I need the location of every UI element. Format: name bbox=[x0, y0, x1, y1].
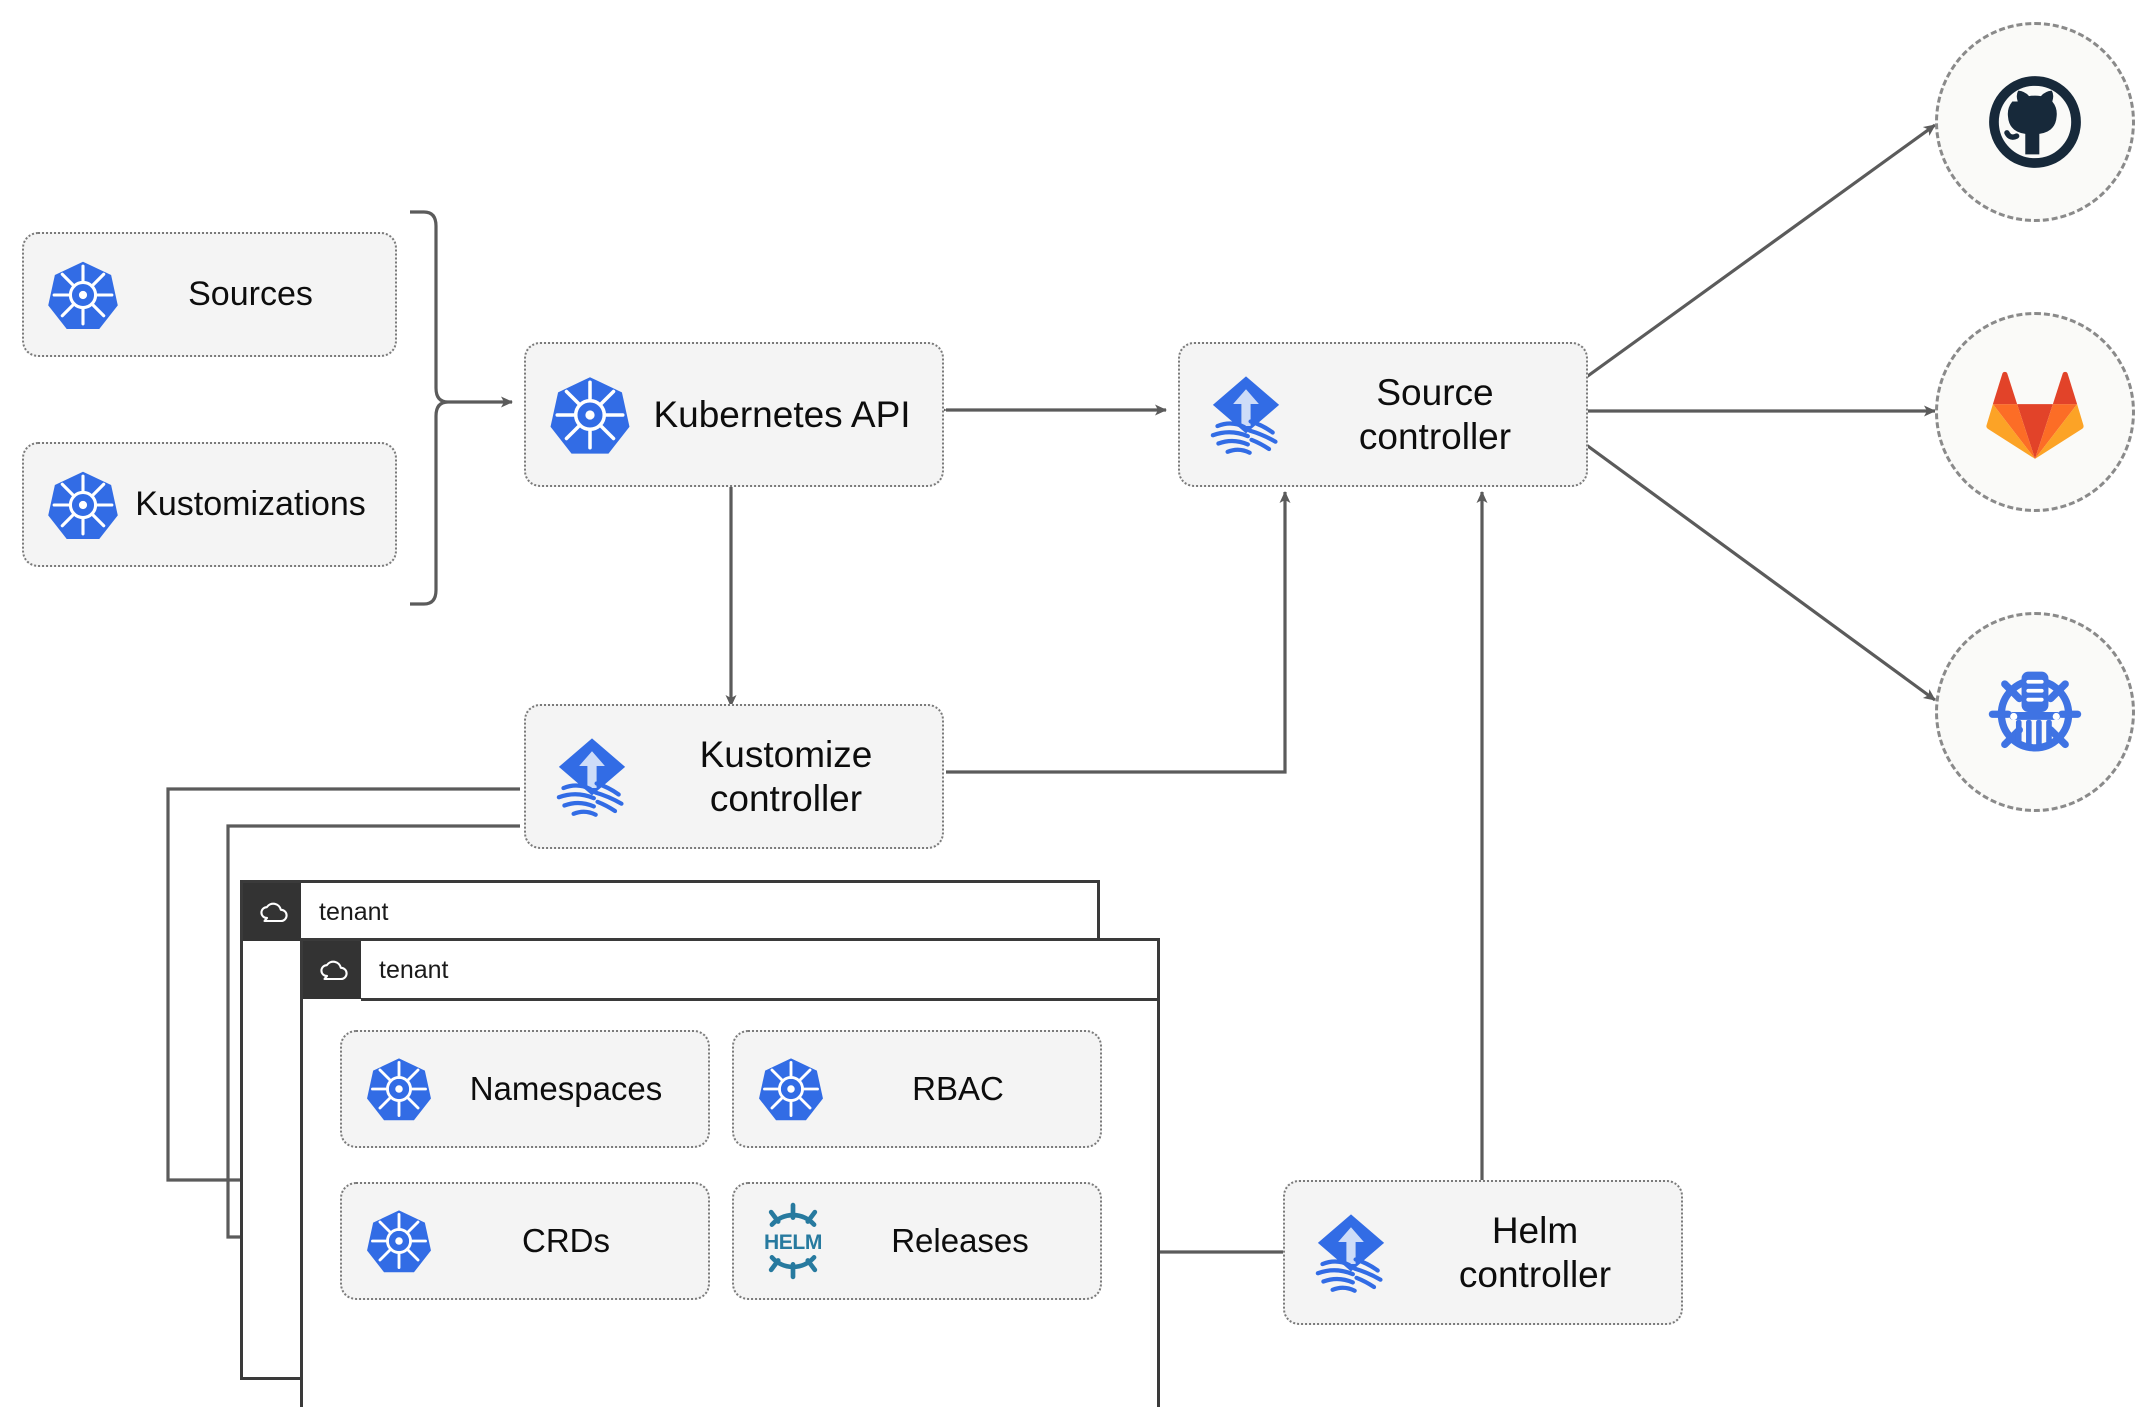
tenant-object-namespaces[interactable]: Namespaces bbox=[340, 1030, 710, 1148]
kubernetes-icon bbox=[358, 1055, 440, 1123]
tenant-title-underline bbox=[361, 998, 1157, 1001]
tenant-label: tenant bbox=[379, 955, 449, 984]
resource-node-kustomizations[interactable]: Kustomizations bbox=[22, 442, 397, 567]
tenant-window-front[interactable]: tenant bbox=[300, 938, 1160, 1407]
controller-label: Helm controller bbox=[1458, 1209, 1612, 1295]
helm-icon: HELM bbox=[750, 1202, 836, 1280]
gitlab-icon bbox=[1986, 371, 2084, 459]
controller-node-source-controller[interactable]: Source controller bbox=[1178, 342, 1588, 487]
kubernetes-icon bbox=[42, 258, 124, 332]
tenant-object-crds[interactable]: CRDs bbox=[340, 1182, 710, 1300]
controller-label: Kustomize controller bbox=[699, 733, 873, 819]
svg-text:HELM: HELM bbox=[764, 1231, 822, 1254]
cloud-icon bbox=[243, 883, 301, 941]
edge-kustomize-source bbox=[946, 491, 1291, 774]
edge-kustomize-tenant-back bbox=[166, 787, 520, 1186]
controller-label: Source controller bbox=[1358, 371, 1512, 457]
tenant-object-releases[interactable]: HELM Releases bbox=[732, 1182, 1102, 1300]
cloud-icon bbox=[303, 941, 361, 999]
resource-label: Kustomizations bbox=[135, 485, 366, 524]
edge-resources-bracket bbox=[410, 210, 513, 606]
kubernetes-icon bbox=[42, 468, 124, 542]
edge-source-registry bbox=[1584, 442, 1936, 702]
resource-label: Sources bbox=[188, 275, 313, 314]
flux-icon bbox=[540, 731, 644, 823]
tenant-object-label: Releases bbox=[891, 1221, 1029, 1259]
provider-node-github[interactable] bbox=[1935, 22, 2135, 222]
tenant-object-label: Namespaces bbox=[469, 1069, 663, 1107]
controller-node-kubernetes-api[interactable]: Kubernetes API bbox=[524, 342, 944, 487]
tenant-object-rbac[interactable]: RBAC bbox=[732, 1030, 1102, 1148]
provider-node-gitlab[interactable] bbox=[1935, 312, 2135, 512]
flux-icon bbox=[1299, 1207, 1403, 1299]
github-icon bbox=[1989, 76, 2081, 168]
edge-source-github bbox=[1584, 123, 1936, 380]
tenant-label: tenant bbox=[319, 897, 389, 926]
kubernetes-icon bbox=[542, 373, 638, 457]
controller-label: Kubernetes API bbox=[653, 393, 911, 435]
kubernetes-icon bbox=[358, 1207, 440, 1275]
kubernetes-icon bbox=[750, 1055, 832, 1123]
resource-node-sources[interactable]: Sources bbox=[22, 232, 397, 357]
container-registry-icon bbox=[1988, 671, 2082, 752]
flux-icon bbox=[1194, 369, 1298, 461]
tenant-title-bar: tenant bbox=[243, 883, 389, 941]
tenant-object-label: CRDs bbox=[522, 1221, 610, 1259]
controller-node-helm-controller[interactable]: Helm controller bbox=[1283, 1180, 1683, 1325]
controller-node-kustomize-controller[interactable]: Kustomize controller bbox=[524, 704, 944, 849]
provider-node-registry[interactable] bbox=[1935, 612, 2135, 812]
tenant-object-label: RBAC bbox=[912, 1069, 1004, 1107]
tenant-title-bar: tenant bbox=[303, 941, 449, 999]
